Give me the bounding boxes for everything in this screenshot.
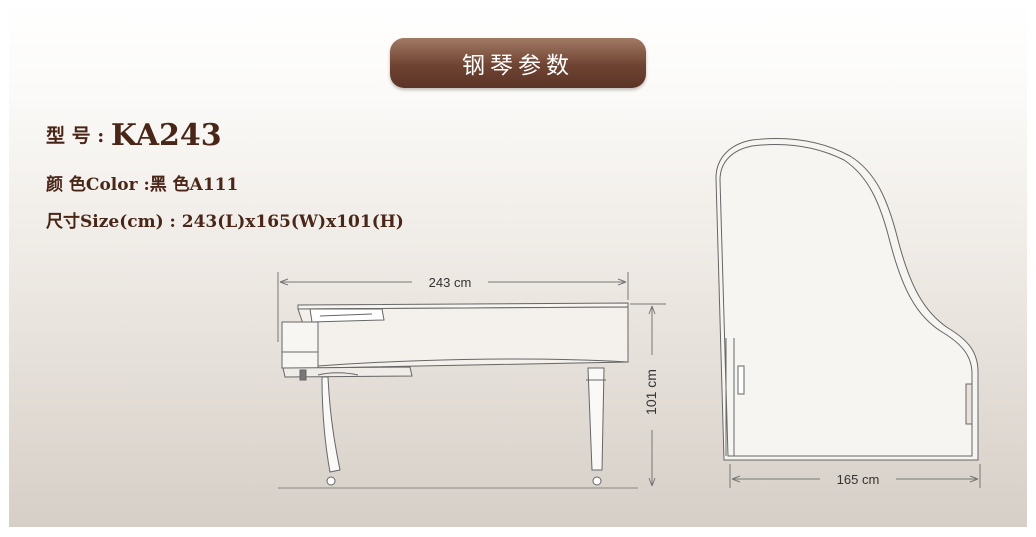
color-spec: 颜 色Color :黑 色A111 xyxy=(46,175,239,195)
page-title: 钢琴参数 xyxy=(462,53,574,79)
model-value: KA243 xyxy=(110,118,222,153)
length-label: 243 cm xyxy=(429,275,472,290)
length-dimension xyxy=(277,272,629,342)
size-spec: 尺寸Size(cm) : 243(L)x165(W)x101(H) xyxy=(46,212,404,232)
title-badge: 钢琴参数 xyxy=(390,38,646,88)
width-dimension xyxy=(729,464,981,488)
grand-piano-side-view-icon xyxy=(278,302,638,489)
grand-piano-top-view-icon xyxy=(715,138,979,461)
height-dimension xyxy=(630,303,666,487)
model-label: 型 号 : xyxy=(46,125,111,147)
model-spec: 型 号 : KA243 xyxy=(46,118,222,153)
width-label: 165 cm xyxy=(837,472,880,487)
height-label: 101 cm xyxy=(643,369,659,415)
